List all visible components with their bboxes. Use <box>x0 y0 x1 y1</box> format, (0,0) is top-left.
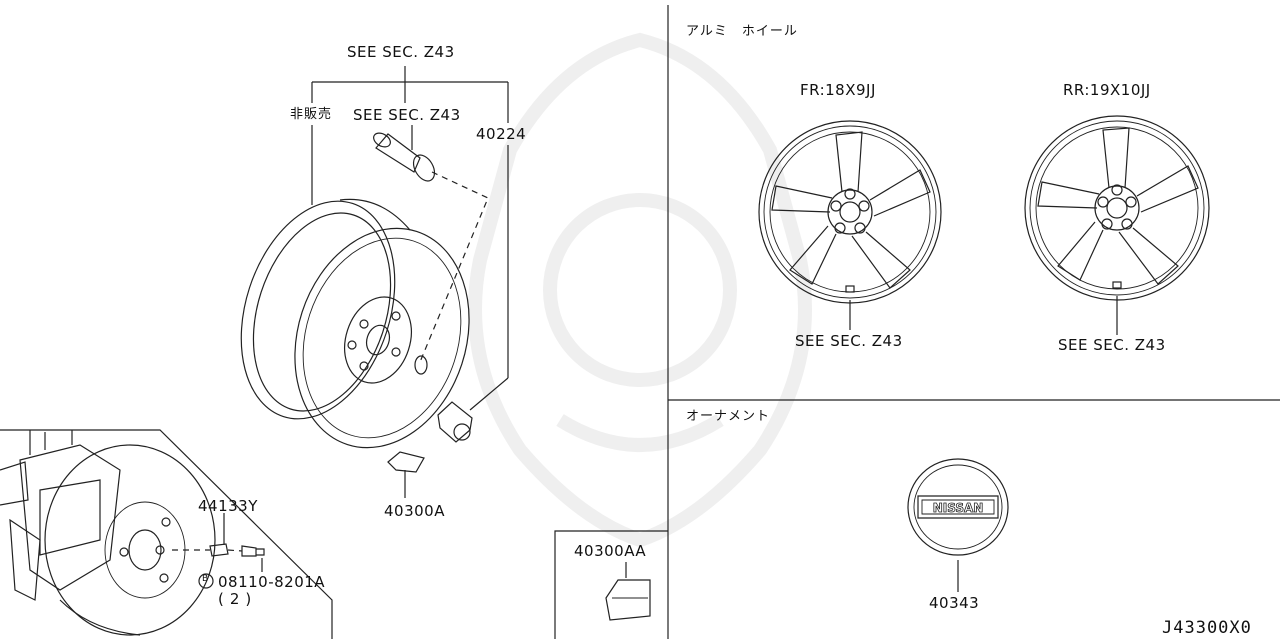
adhesive-weight <box>605 579 651 621</box>
see-sec-top-link[interactable]: SEE SEC. Z43 <box>347 43 455 61</box>
brake-assembly <box>0 430 216 636</box>
rear-alloy-wheel <box>1024 115 1210 301</box>
slide-pin-and-bolt <box>172 543 265 589</box>
diagram-id: J43300X0 <box>1162 618 1252 638</box>
part-40300a-label[interactable]: 40300A <box>384 502 445 520</box>
part-44133y-label[interactable]: 44133Y <box>198 497 258 515</box>
emblem-text: NISSAN <box>933 501 984 515</box>
section-aluminum-wheel: アルミ ホイール <box>686 24 798 39</box>
rear-wheel-size: RR:19X10JJ <box>1063 81 1151 99</box>
balance-weight <box>387 451 425 473</box>
part-40224-label[interactable]: 40224 <box>476 125 527 143</box>
bolt-part-label[interactable]: 08110-8201A <box>218 573 326 591</box>
part-40300aa-label[interactable]: 40300AA <box>574 542 647 560</box>
front-wheel-size: FR:18X9JJ <box>800 81 876 99</box>
valve-stem <box>373 132 489 363</box>
leader-lines <box>223 66 1118 592</box>
not-for-sale-note: 非販売 <box>290 107 333 122</box>
see-sec-valve-link[interactable]: SEE SEC. Z43 <box>353 106 461 124</box>
bolt-marker: B <box>202 574 209 584</box>
see-sec-front-wheel-link[interactable]: SEE SEC. Z43 <box>795 332 903 350</box>
bolt-quantity: (2) <box>218 590 258 608</box>
part-40343-label[interactable]: 40343 <box>929 594 980 612</box>
center-cap-ornament: NISSAN <box>907 458 1009 556</box>
panel-borders <box>0 5 1280 639</box>
front-alloy-wheel <box>758 120 942 304</box>
section-ornament: オーナメント <box>686 409 771 424</box>
watermark-emblem <box>468 32 812 548</box>
steel-wheel <box>240 198 470 449</box>
lug-nut <box>437 401 473 443</box>
see-sec-rear-wheel-link[interactable]: SEE SEC. Z43 <box>1058 336 1166 354</box>
